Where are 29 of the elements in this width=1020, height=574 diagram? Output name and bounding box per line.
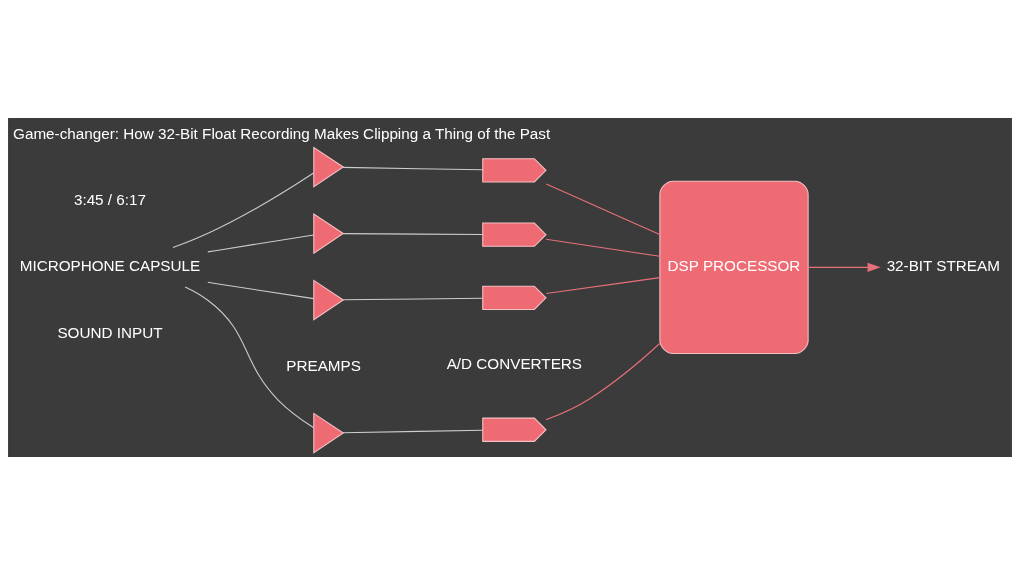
connector [207, 281, 315, 299]
connector [342, 297, 484, 300]
node-pentagon [482, 417, 547, 442]
label: PREAMPS [286, 356, 361, 374]
node-triangle [313, 145, 345, 188]
arrow [807, 262, 881, 272]
node-triangle [313, 411, 345, 454]
diagram-title: Game-changer: How 32-Bit Float Recording Makes Clipping a Thing of the Past [13, 124, 551, 142]
node-text: MICROPHONE CAPSULE [19, 256, 201, 274]
connector [342, 429, 484, 433]
connector [545, 276, 661, 294]
connector [545, 238, 661, 257]
connector [207, 233, 315, 252]
node-pentagon [482, 285, 547, 310]
node-pentagon [482, 157, 547, 182]
connector [545, 182, 661, 235]
node-triangle [313, 212, 345, 254]
label: A/D CONVERTERS [446, 354, 583, 372]
node-triangle [313, 278, 345, 321]
node-box: DSP PROCESSOR [659, 180, 809, 354]
connector [342, 232, 484, 235]
connector [545, 342, 661, 420]
node-pentagon [482, 221, 547, 247]
node-text: SOUND INPUT [57, 323, 163, 341]
label: 3:45 / 6:17 [73, 190, 146, 208]
connector [184, 285, 315, 428]
connector [342, 166, 484, 170]
node-text: 32-BIT STREAM [886, 256, 1000, 274]
connector [172, 171, 315, 248]
